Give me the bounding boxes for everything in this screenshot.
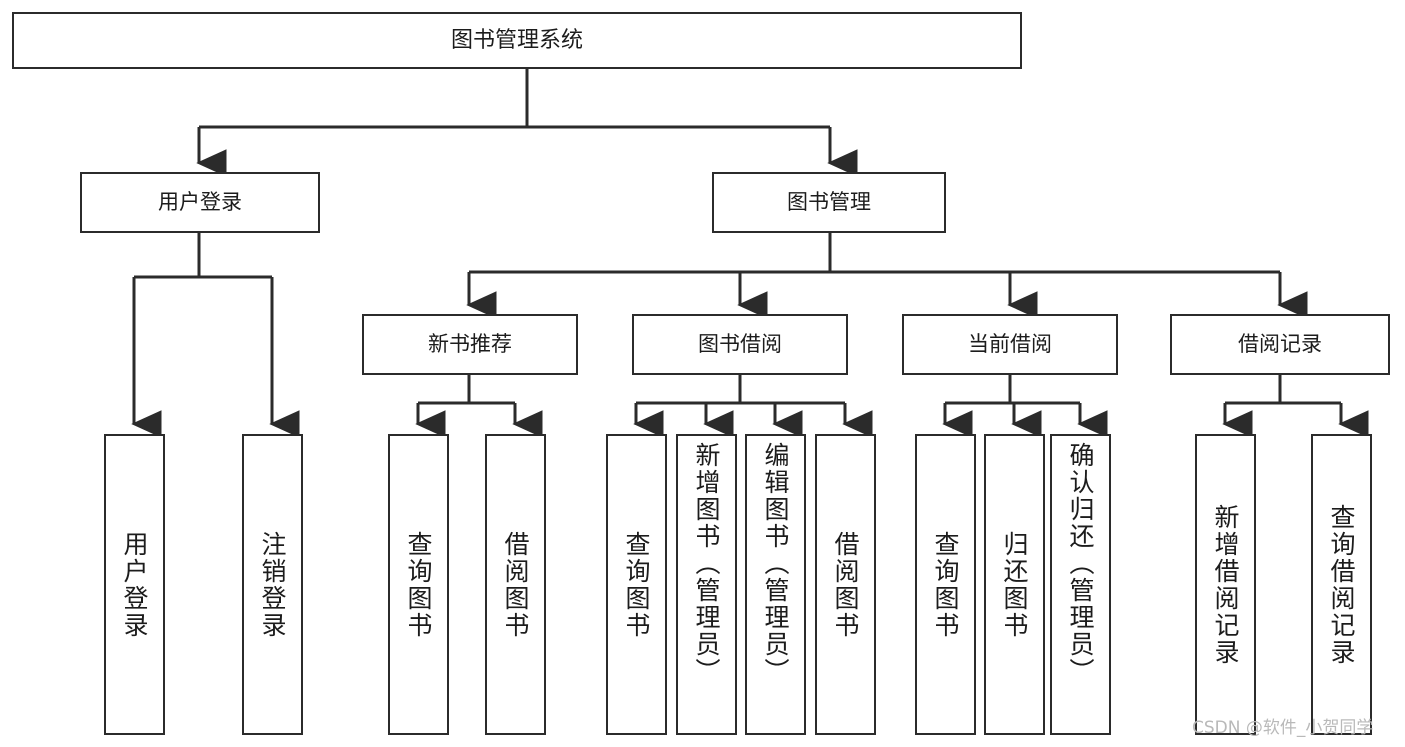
leaf-confirm-return-admin[interactable]: 确认归还（管理员）: [1050, 434, 1111, 735]
node-label: 新增借阅记录: [1211, 503, 1240, 666]
node-label: 编辑图书（管理员）: [761, 442, 790, 685]
node-label: 图书管理系统: [450, 27, 583, 53]
leaf-add-book-admin[interactable]: 新增图书（管理员）: [676, 434, 737, 735]
node-borrow-record[interactable]: 借阅记录: [1170, 314, 1390, 375]
leaf-query-books-borrow[interactable]: 查询图书: [606, 434, 667, 735]
node-label: 查询图书: [931, 530, 960, 639]
leaf-query-borrow-record[interactable]: 查询借阅记录: [1311, 434, 1372, 735]
node-book-management[interactable]: 图书管理: [712, 172, 946, 233]
leaf-add-borrow-record[interactable]: 新增借阅记录: [1195, 434, 1256, 735]
node-label: 图书借阅: [698, 332, 782, 357]
leaf-borrow-books-recommend[interactable]: 借阅图书: [485, 434, 546, 735]
node-label: 查询图书: [404, 530, 433, 639]
node-label: 确认归还（管理员）: [1066, 442, 1095, 685]
leaf-return-books[interactable]: 归还图书: [984, 434, 1045, 735]
node-label: 查询图书: [622, 530, 651, 639]
node-label: 归还图书: [1000, 530, 1029, 639]
node-label: 当前借阅: [968, 332, 1052, 357]
node-label: 用户登录: [158, 190, 242, 215]
leaf-borrow-books[interactable]: 借阅图书: [815, 434, 876, 735]
node-new-book-recommendation[interactable]: 新书推荐: [362, 314, 578, 375]
leaf-query-books-recommend[interactable]: 查询图书: [388, 434, 449, 735]
node-label: 注销登录: [258, 530, 287, 639]
node-current-borrowing[interactable]: 当前借阅: [902, 314, 1118, 375]
leaf-edit-book-admin[interactable]: 编辑图书（管理员）: [745, 434, 806, 735]
leaf-user-login[interactable]: 用户登录: [104, 434, 165, 735]
node-label: 借阅图书: [831, 530, 860, 639]
node-label: 新增图书（管理员）: [692, 442, 721, 685]
node-label: 查询借阅记录: [1327, 503, 1356, 666]
csdn-watermark: CSDN @软件_小贺同学: [1192, 718, 1374, 738]
node-label: 图书管理: [787, 190, 871, 215]
node-label: 借阅记录: [1238, 332, 1322, 357]
leaf-query-books-current[interactable]: 查询图书: [915, 434, 976, 735]
node-label: 借阅图书: [501, 530, 530, 639]
node-user-login[interactable]: 用户登录: [80, 172, 320, 233]
node-label: 新书推荐: [428, 332, 512, 357]
node-root-library-management-system[interactable]: 图书管理系统: [12, 12, 1022, 69]
node-label: 用户登录: [120, 530, 149, 639]
node-book-borrowing[interactable]: 图书借阅: [632, 314, 848, 375]
leaf-logout[interactable]: 注销登录: [242, 434, 303, 735]
